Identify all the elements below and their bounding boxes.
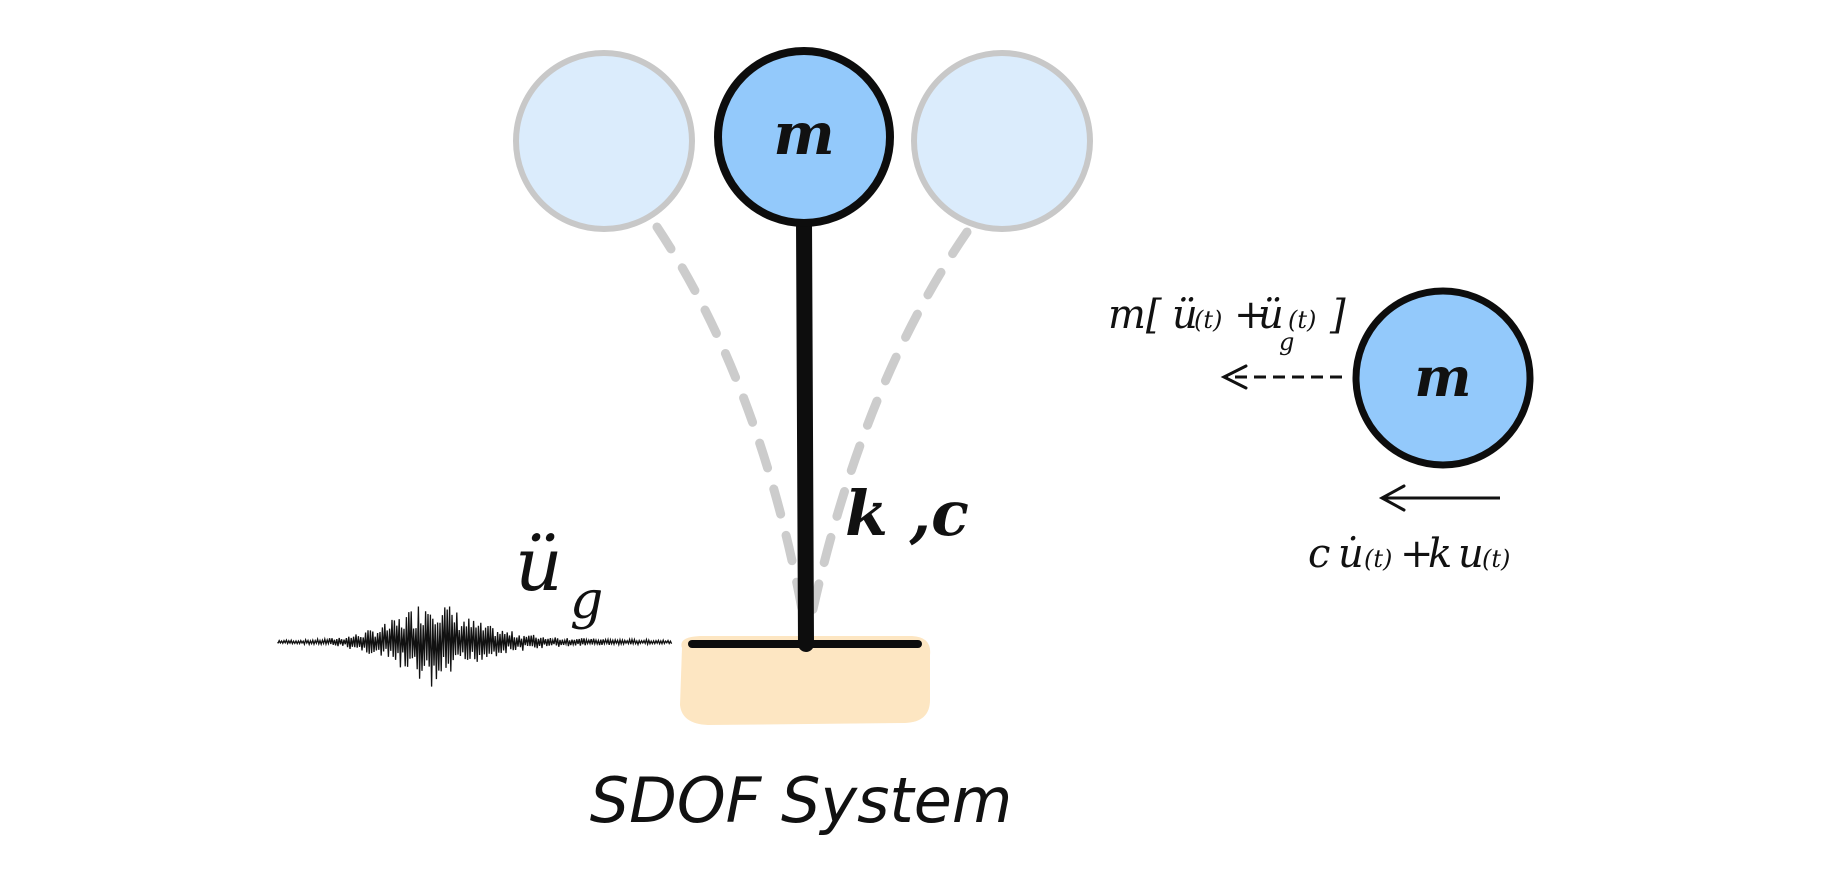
inertia-force-label: m[ ü (t) + ü g (t) ] — [1108, 292, 1346, 356]
ground-block — [680, 636, 931, 725]
system-title: SDOF System — [590, 764, 1012, 837]
ghost-mass-left — [513, 50, 695, 232]
inertia-arrowhead — [1220, 364, 1248, 390]
restoring-force-label: c u̇ (t) + k u (t) — [1308, 531, 1510, 577]
ghost-column-right — [802, 227, 972, 642]
seismic-waveform — [277, 606, 673, 687]
column — [796, 212, 814, 652]
restoring-arrowhead — [1378, 484, 1406, 512]
ground-accel-label: ü g — [515, 522, 603, 631]
mass-label: m — [773, 100, 834, 168]
fbd-mass-circle — [1352, 287, 1534, 469]
ghost-mass-right — [911, 50, 1093, 232]
ghost-column-left — [652, 222, 812, 642]
fbd-mass-label: m — [1414, 345, 1471, 409]
mass-circle — [714, 47, 894, 227]
stiffness-damping-label: k ,c — [845, 477, 969, 550]
